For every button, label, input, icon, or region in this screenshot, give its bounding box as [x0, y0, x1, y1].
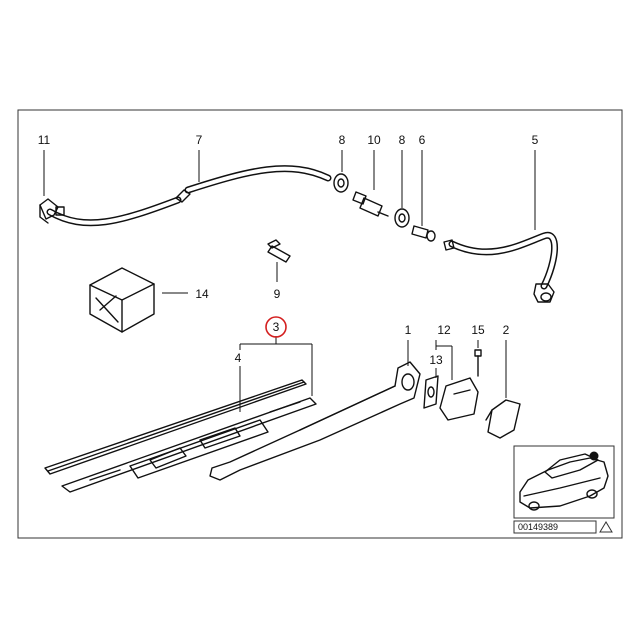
nut-8-right	[394, 208, 410, 228]
part-label-5: 5	[532, 133, 539, 147]
part-label-8-left: 8	[339, 133, 346, 147]
car-inset: 00149389	[513, 445, 615, 534]
part-label-1: 1	[405, 323, 412, 337]
hose-5	[443, 231, 559, 303]
leader-lines	[43, 150, 536, 412]
triangle-icon	[599, 521, 613, 533]
part-label-10: 10	[367, 133, 381, 147]
bracket-12	[439, 377, 479, 421]
valve-10	[352, 191, 389, 217]
part-label-11: 11	[38, 133, 51, 147]
diagram-code: 00149389	[518, 522, 558, 532]
part-label-15: 15	[471, 323, 485, 337]
part-label-2: 2	[503, 323, 510, 337]
highlighted-part-3[interactable]: 3	[265, 316, 287, 338]
bolt-9	[267, 239, 291, 263]
part-label-9: 9	[274, 287, 281, 301]
part-label-3: 3	[273, 320, 280, 334]
gasket-13	[423, 375, 439, 409]
cap-14	[89, 267, 155, 333]
wiper-blade	[44, 379, 317, 493]
hose-11-7	[39, 165, 332, 227]
part-label-4: 4	[235, 351, 242, 365]
part-label-12: 12	[437, 323, 451, 337]
part-label-6: 6	[419, 133, 426, 147]
cap-2	[485, 399, 521, 439]
fitting-6	[411, 225, 436, 242]
wiper-arm-1	[209, 361, 421, 481]
location-marker-icon	[589, 451, 599, 461]
part-label-14: 14	[195, 287, 209, 301]
nut-8-left	[333, 173, 349, 193]
part-label-7: 7	[196, 133, 203, 147]
car-outline	[519, 453, 609, 511]
highlight-circle	[265, 316, 287, 338]
screw-15	[474, 349, 482, 377]
part-label-13: 13	[429, 353, 443, 367]
part-number-labels: 11 7 8 10 8 6 5 9 14 4 1 12 13 15 2	[38, 133, 539, 367]
part-label-8-right: 8	[399, 133, 406, 147]
diagram-code-box	[513, 520, 597, 534]
diagram-frame	[17, 109, 623, 539]
